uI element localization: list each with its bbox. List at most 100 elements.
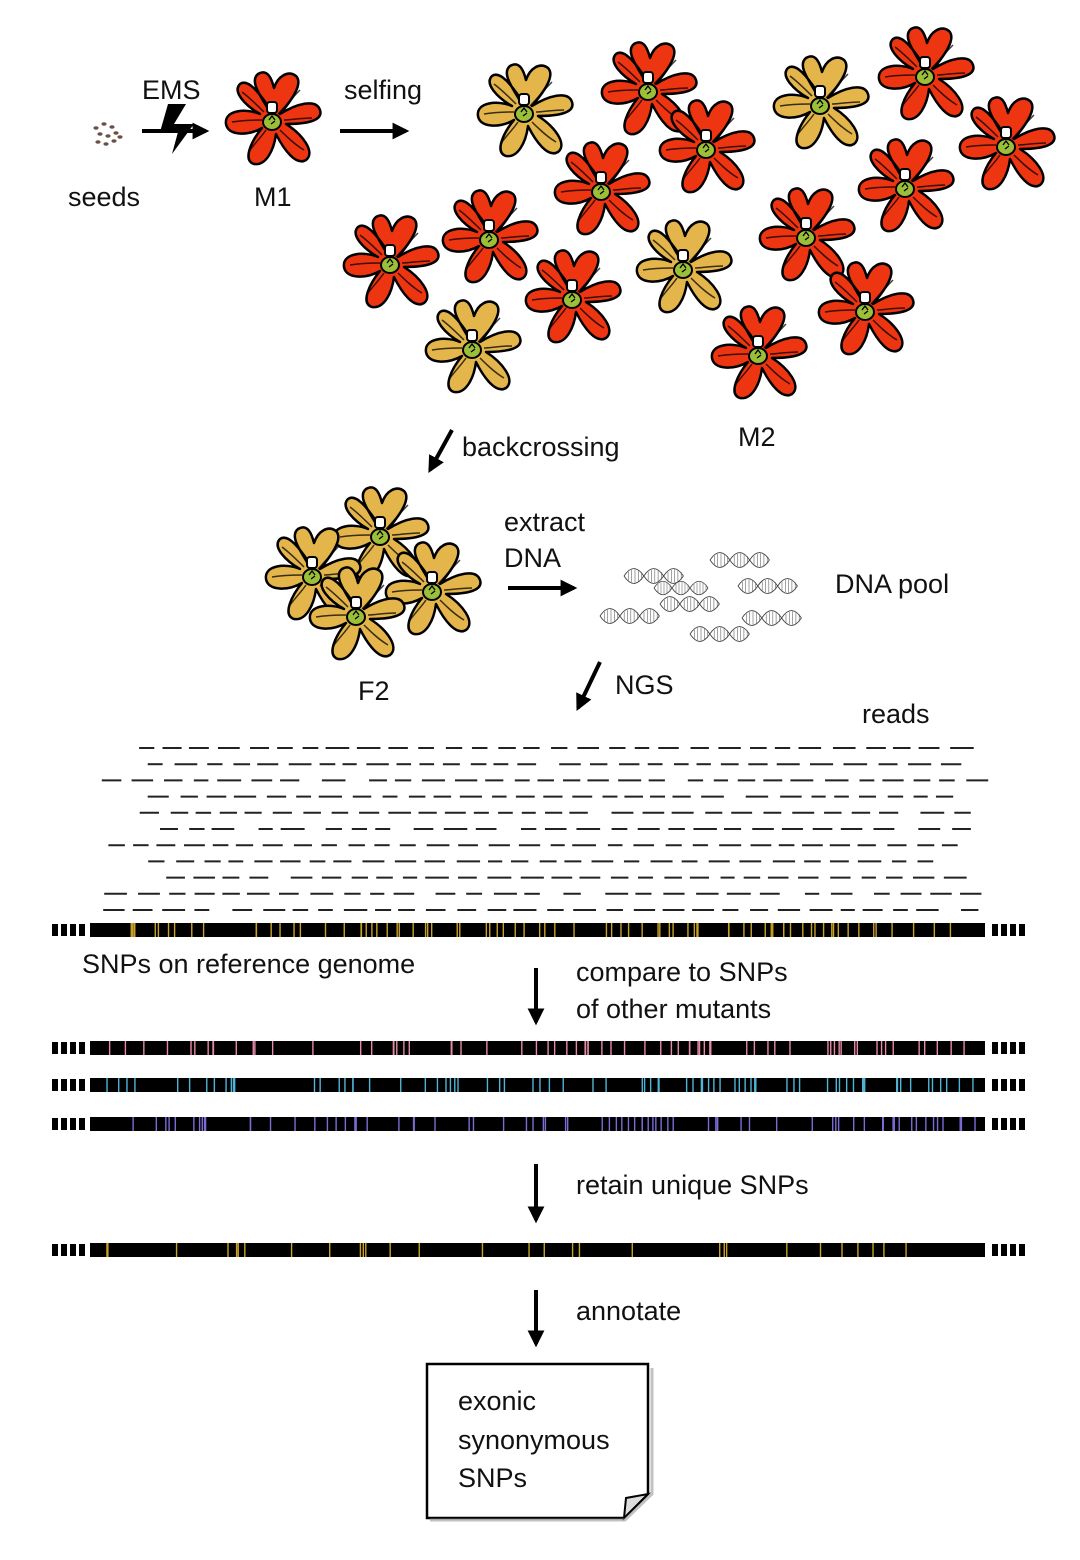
- snp-mark: [294, 1117, 296, 1131]
- seed: [117, 135, 123, 139]
- snp-mark: [826, 1078, 829, 1092]
- snp-mark: [204, 1117, 207, 1131]
- snp-mark: [892, 1117, 894, 1131]
- bar-end-dash: [992, 1079, 998, 1091]
- snp-mark: [931, 1078, 934, 1092]
- snp-mark: [811, 1117, 813, 1131]
- snp-mark: [692, 1078, 694, 1092]
- m2-population: [342, 26, 1056, 400]
- bar-end-dash: [1001, 1079, 1007, 1091]
- snp-mark: [764, 923, 766, 937]
- snp-mark: [858, 923, 860, 937]
- flower-icon: [817, 261, 915, 356]
- snp-mark: [892, 1041, 894, 1055]
- snp-mark: [412, 923, 414, 937]
- bar-end-dash: [52, 1244, 58, 1256]
- dna-helix-icon: [741, 610, 802, 626]
- snp-mark: [872, 1243, 874, 1257]
- snp-mark: [610, 923, 613, 937]
- sequencing-reads: [101, 747, 989, 911]
- snp-mark: [657, 1078, 659, 1092]
- snp-mark: [715, 1117, 717, 1131]
- snp-mark: [863, 1078, 865, 1092]
- snp-mark: [126, 1078, 128, 1092]
- snp-mark: [631, 1243, 633, 1257]
- snp-mark: [802, 923, 804, 937]
- snp-mark: [605, 923, 608, 937]
- snp-mark: [883, 1243, 885, 1257]
- snp-mark: [544, 1117, 547, 1131]
- snp-mark: [942, 1117, 944, 1131]
- snp-mark: [864, 1078, 866, 1092]
- snp-mark: [167, 923, 170, 937]
- flower-icon: [308, 566, 406, 661]
- bar-end-dash: [70, 1042, 76, 1054]
- bar-end-dash: [992, 1042, 998, 1054]
- flower-icon: [958, 96, 1056, 191]
- bar-end-dash: [1010, 1042, 1016, 1054]
- snp-mark: [658, 1078, 660, 1092]
- selfing-label: selfing: [344, 75, 422, 105]
- snp-mark: [655, 1117, 657, 1131]
- unique-snps-genome-bar: [52, 1243, 1025, 1257]
- snp-mark: [132, 1117, 134, 1131]
- extract-label-line1: extract: [504, 507, 586, 537]
- bar-end-dash: [1019, 1079, 1025, 1091]
- snp-mark: [798, 1078, 801, 1092]
- snp-mark: [713, 1078, 715, 1092]
- genome-bar: [90, 1243, 985, 1257]
- snp-mark: [827, 1041, 829, 1055]
- snp-mark: [485, 923, 488, 937]
- snp-mark: [882, 1117, 885, 1131]
- snp-mark: [670, 1041, 673, 1055]
- snp-mark: [424, 1078, 427, 1092]
- snp-mark: [753, 1041, 756, 1055]
- snp-mark: [672, 923, 674, 937]
- seed: [97, 132, 103, 136]
- snp-mark: [235, 1243, 238, 1257]
- snp-mark: [252, 1041, 254, 1055]
- snp-mark: [750, 923, 752, 937]
- flower-icon: [424, 299, 522, 394]
- snp-mark: [459, 923, 461, 937]
- snp-mark: [155, 1117, 158, 1131]
- dna-helix-icon: [689, 626, 750, 642]
- snp-mark: [972, 1078, 974, 1092]
- snp-mark: [905, 1243, 907, 1257]
- dna-helix-icon: [737, 578, 798, 594]
- snp-mark: [958, 1078, 961, 1092]
- snp-mark: [202, 923, 205, 937]
- bar-end-dash: [61, 1079, 67, 1091]
- snp-mark: [203, 1117, 206, 1131]
- snp-mark: [852, 1078, 855, 1092]
- snp-mark: [746, 1041, 748, 1055]
- snp-mark: [740, 1117, 742, 1131]
- snp-mark: [832, 1117, 834, 1131]
- result-label-line3: SNPs: [458, 1463, 527, 1493]
- bar-end-dash: [79, 1118, 85, 1130]
- snp-mark: [430, 923, 433, 937]
- snp-mark: [621, 1117, 623, 1131]
- snp-mark: [687, 923, 689, 937]
- snp-mark: [945, 1078, 948, 1092]
- snp-mark: [255, 923, 258, 937]
- snp-mark: [562, 1078, 564, 1092]
- snp-mark: [227, 1243, 229, 1257]
- seed: [111, 139, 117, 143]
- compare-label-line2: of other mutants: [576, 994, 771, 1024]
- bar-end-dash: [1001, 1042, 1007, 1054]
- snp-mark: [963, 1041, 965, 1055]
- snp-mark: [454, 1078, 456, 1092]
- snp-mark: [743, 923, 745, 937]
- snp-mark: [748, 1117, 751, 1131]
- snp-mark: [190, 1041, 192, 1055]
- snp-mark: [754, 1078, 756, 1092]
- snp-mark: [668, 923, 671, 937]
- bar-end-dash: [79, 1042, 85, 1054]
- dna-helix-icon: [623, 568, 684, 584]
- snp-mark: [925, 1117, 927, 1131]
- snp-mark: [601, 1117, 603, 1131]
- flower-icon: [524, 249, 622, 344]
- ngs-label: NGS: [615, 670, 674, 700]
- snp-mark: [502, 923, 505, 937]
